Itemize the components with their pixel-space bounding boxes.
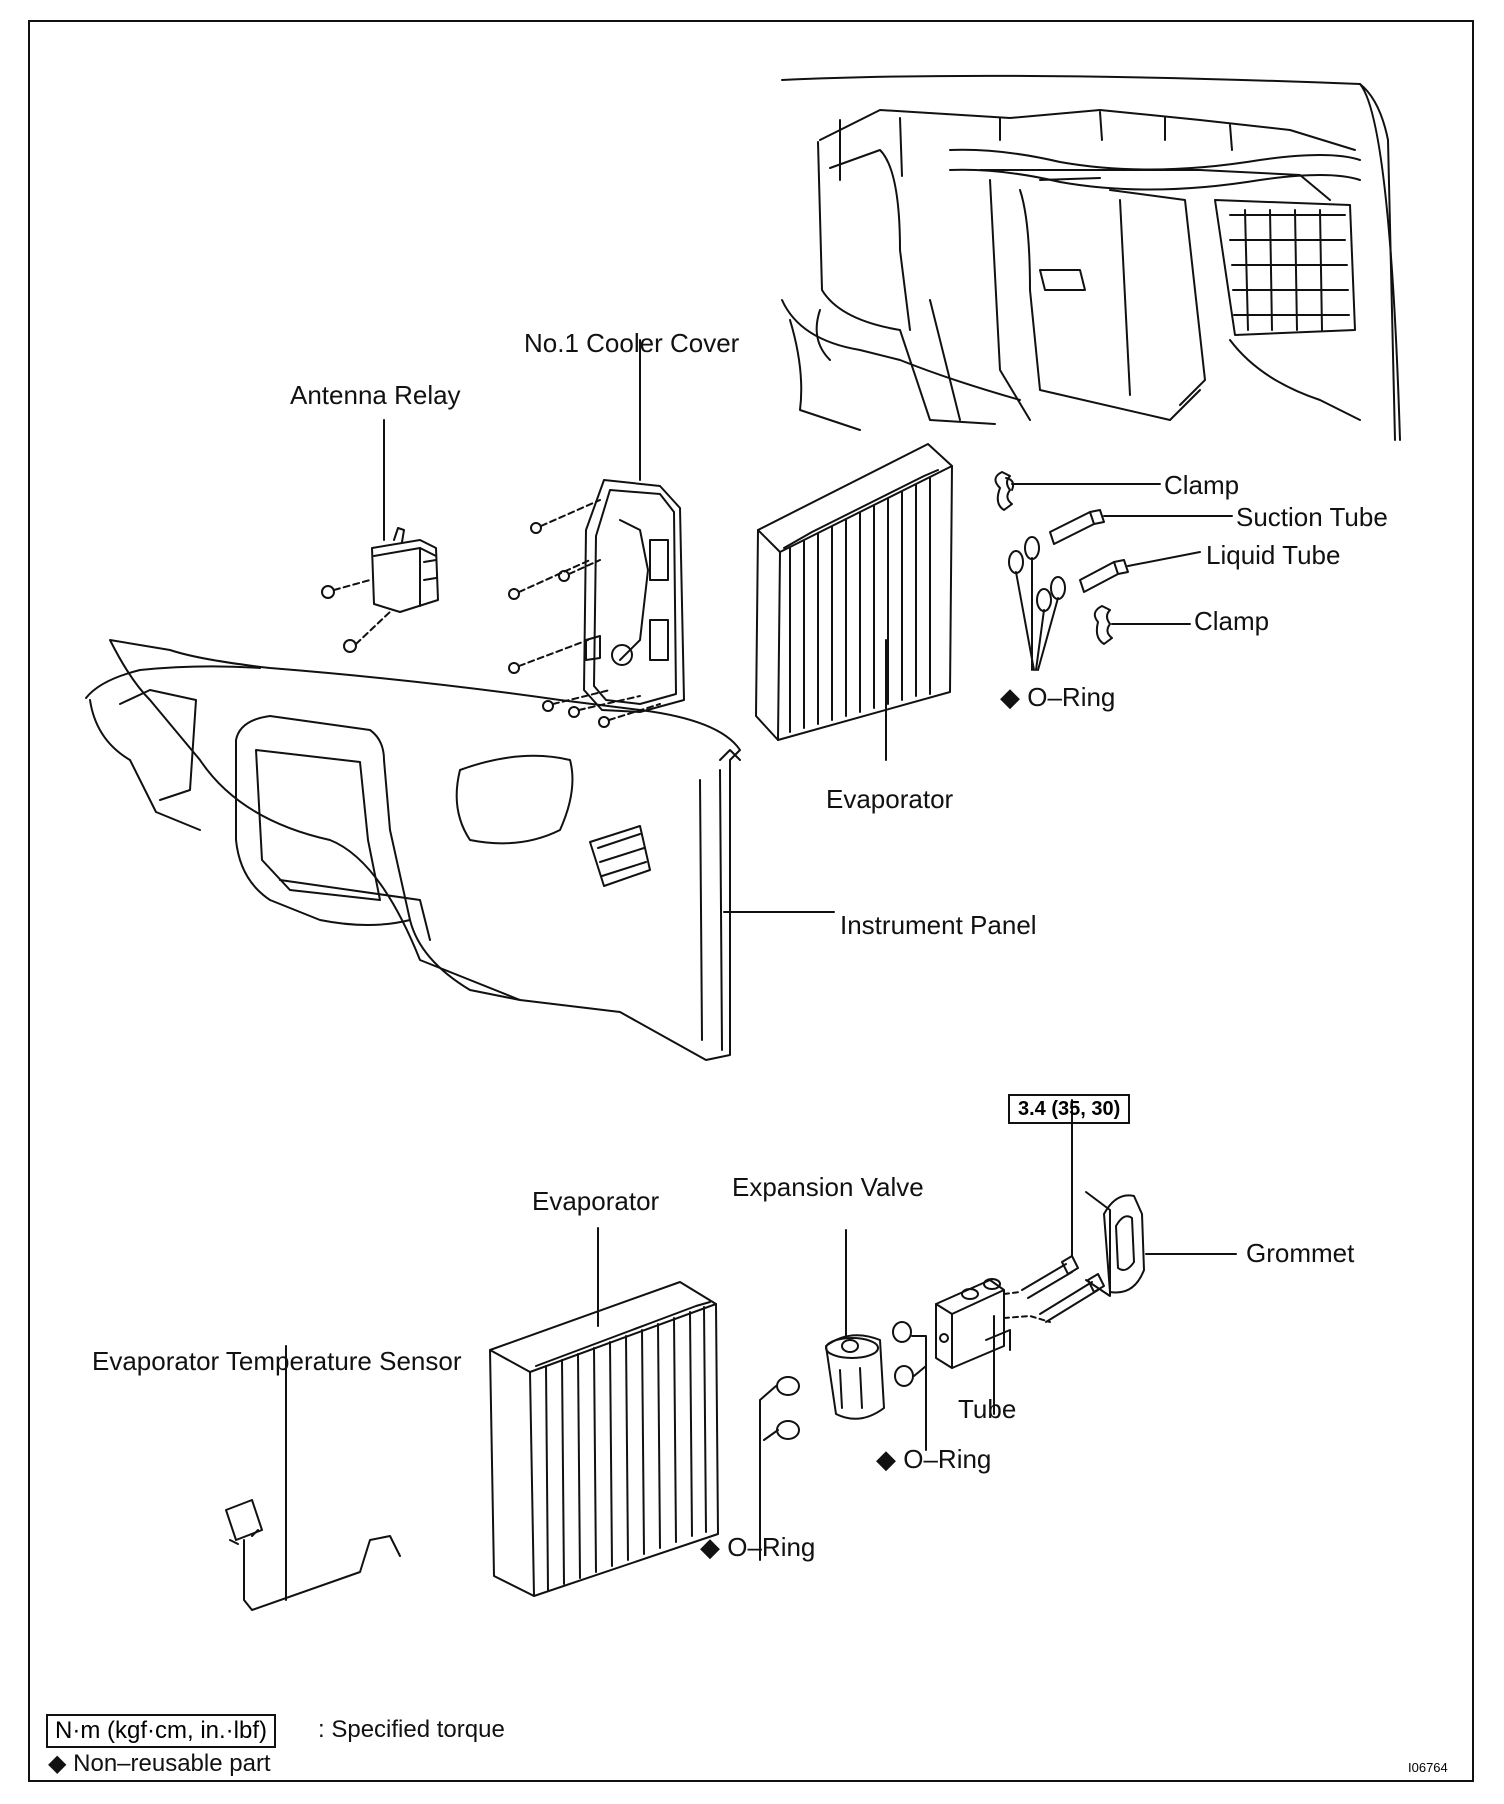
tube-fittings-illustration xyxy=(994,471,1233,671)
bolt-illustration xyxy=(1003,1099,1105,1323)
grommet-illustration xyxy=(1085,1191,1237,1297)
label-no1-cooler-cover: No.1 Cooler Cover xyxy=(524,328,740,358)
oring-top-callout: ◆ O–Ring xyxy=(1000,684,1115,710)
label-instrument-panel: Instrument Panel xyxy=(840,910,1037,940)
antenna-relay-illustration xyxy=(321,419,439,653)
legend-torque-desc: : Specified torque xyxy=(318,1716,505,1743)
label-grommet: Grommet xyxy=(1246,1238,1355,1268)
label-antenna-relay: Antenna Relay xyxy=(290,380,461,410)
instrument-panel-illustration xyxy=(85,639,835,1061)
oring-bottom-callout: ◆ O–Ring xyxy=(700,1534,815,1560)
label-oring-bottom: O–Ring xyxy=(727,1532,816,1562)
label-expansion-valve: Expansion Valve xyxy=(732,1172,924,1202)
oring-mid-callout: ◆ O–Ring xyxy=(876,1446,991,1472)
legend-nonreusable-text: Non–reusable part xyxy=(73,1750,271,1777)
diamond-icon: ◆ xyxy=(1000,682,1020,712)
diamond-icon: ◆ xyxy=(700,1532,720,1562)
cooler-cover-illustration xyxy=(508,339,685,728)
legend-nonreusable: ◆ Non–reusable part xyxy=(48,1752,271,1776)
oring-bottom-illustration xyxy=(759,1376,800,1561)
diamond-icon: ◆ xyxy=(48,1750,67,1777)
tube-block-illustration xyxy=(935,1278,1011,1415)
label-clamp-top: Clamp xyxy=(1164,470,1240,500)
evaporator-top-illustration xyxy=(755,443,953,761)
label-evaporator-top: Evaporator xyxy=(826,784,954,814)
heater-unit-illustration xyxy=(781,74,1401,441)
figure-code: I06764 xyxy=(1408,1760,1448,1775)
label-oring-top: O–Ring xyxy=(1027,682,1116,712)
label-tube: Tube xyxy=(958,1394,1017,1424)
evaporator-bottom-illustration xyxy=(489,1227,719,1597)
label-liquid-tube: Liquid Tube xyxy=(1206,540,1341,570)
label-clamp-bottom: Clamp xyxy=(1194,606,1270,636)
label-suction-tube: Suction Tube xyxy=(1236,502,1388,532)
label-evaporator-bottom: Evaporator xyxy=(532,1186,660,1216)
diagram-frame xyxy=(28,20,1474,1782)
temperature-sensor-illustration xyxy=(225,1345,401,1611)
label-oring-mid: O–Ring xyxy=(903,1444,992,1474)
oring-mid-illustration xyxy=(892,1321,927,1451)
legend-torque-unit: N·m (kgf·cm, in.·lbf) xyxy=(46,1714,276,1748)
torque-spec-box: 3.4 (35, 30) xyxy=(1008,1094,1131,1124)
label-evaporator-temperature-sensor: Evaporator Temperature Sensor xyxy=(92,1346,462,1376)
expansion-valve-illustration xyxy=(825,1229,885,1420)
diamond-icon: ◆ xyxy=(876,1444,896,1474)
